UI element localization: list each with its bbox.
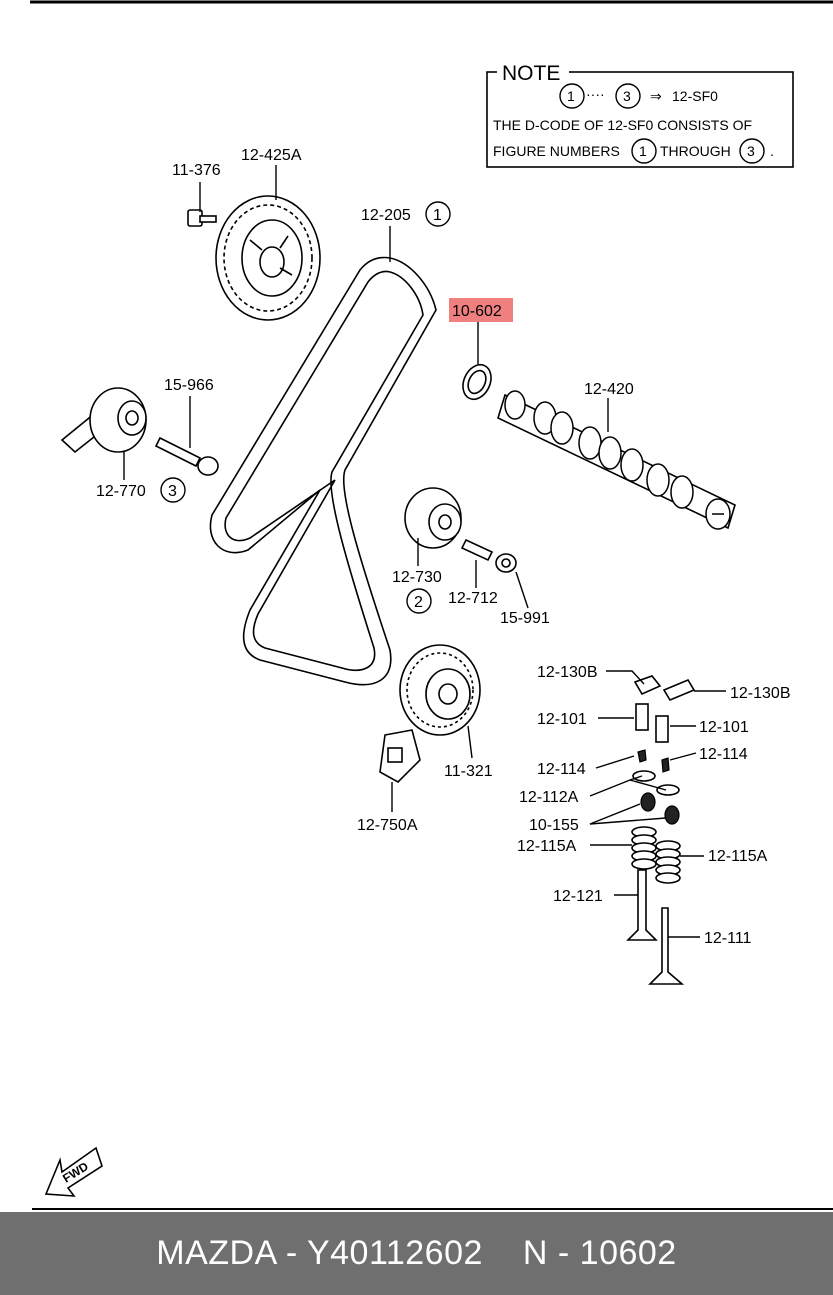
label-12-130B-left: 12-130B (537, 664, 598, 681)
note-ref-dots: ···· (586, 86, 605, 102)
label-12-730-circle: 2 (414, 594, 423, 611)
note-line3-end: . (770, 143, 774, 159)
label-15-991: 15-991 (500, 610, 550, 627)
crank-bracket (379, 729, 421, 783)
label-12-114-right: 12-114 (699, 746, 748, 763)
note-line3-b: THROUGH (660, 143, 731, 159)
crankshaft-sprocket (399, 644, 481, 736)
label-12-770: 12-770 (96, 483, 146, 500)
parts-diagram: NOTE 1 ···· 3 ⇒ 12-SF0 THE D-CODE OF 12-… (30, 0, 833, 1210)
label-12-115A-right: 12-115A (708, 848, 768, 865)
footer-ref-number: N - 10602 (522, 1234, 677, 1272)
label-12-115A-left: 12-115A (517, 838, 577, 855)
leader-lines (123, 165, 726, 938)
tensioner (60, 387, 147, 454)
note-title: NOTE (502, 62, 560, 85)
label-12-111: 12-111 (704, 930, 752, 947)
label-12-121: 12-121 (553, 888, 603, 905)
timing-belt (209, 256, 437, 686)
label-12-730: 12-730 (392, 569, 442, 586)
fwd-arrow-icon: FWD (44, 1146, 103, 1197)
label-15-966: 15-966 (164, 377, 214, 394)
label-12-101-left: 12-101 (537, 711, 587, 728)
valve-train (626, 675, 696, 985)
idler-pulley (404, 487, 462, 549)
label-12-770-circle: 3 (168, 483, 177, 500)
idler-nut (495, 553, 517, 573)
label-12-112A: 12-112A (519, 789, 579, 806)
note-ref-code: 12-SF0 (672, 88, 718, 104)
note-ref-end: 3 (623, 88, 631, 104)
oil-seal (462, 363, 492, 401)
sprocket-bolt (187, 209, 217, 227)
label-12-130B-right: 12-130B (730, 685, 791, 702)
label-10-602: 10-602 (452, 303, 502, 320)
highlight-10-602 (449, 298, 513, 322)
camshaft-sprocket (215, 195, 321, 321)
note-line2: THE D-CODE OF 12-SF0 CONSISTS OF (493, 117, 752, 133)
note-arrow: ⇒ (650, 88, 662, 104)
note-line3-a: FIGURE NUMBERS (493, 143, 620, 159)
label-11-376: 11-376 (172, 162, 221, 179)
label-12-205-circle: 1 (433, 207, 442, 224)
label-12-420: 12-420 (584, 381, 634, 398)
note-box: NOTE 1 ···· 3 ⇒ 12-SF0 THE D-CODE OF 12-… (486, 60, 794, 168)
label-12-114-left: 12-114 (537, 761, 586, 778)
label-12-101-right: 12-101 (699, 719, 749, 736)
camshaft (497, 390, 736, 530)
label-12-712: 12-712 (448, 590, 498, 607)
note-line3-num3: 3 (747, 143, 755, 159)
footer-bar: MAZDA - Y40112602 N - 10602 (0, 1212, 833, 1295)
note-ref-start: 1 (567, 88, 575, 104)
label-12-425A: 12-425A (241, 147, 302, 164)
tensioner-bolt (154, 436, 219, 476)
label-11-321: 11-321 (444, 763, 493, 780)
idler-stud (460, 538, 494, 562)
label-12-205: 12-205 (361, 207, 411, 224)
label-10-155: 10-155 (529, 817, 579, 834)
note-line3-num1: 1 (639, 143, 647, 159)
label-12-750A: 12-750A (357, 817, 418, 834)
footer-part-number: MAZDA - Y40112602 (156, 1234, 483, 1272)
